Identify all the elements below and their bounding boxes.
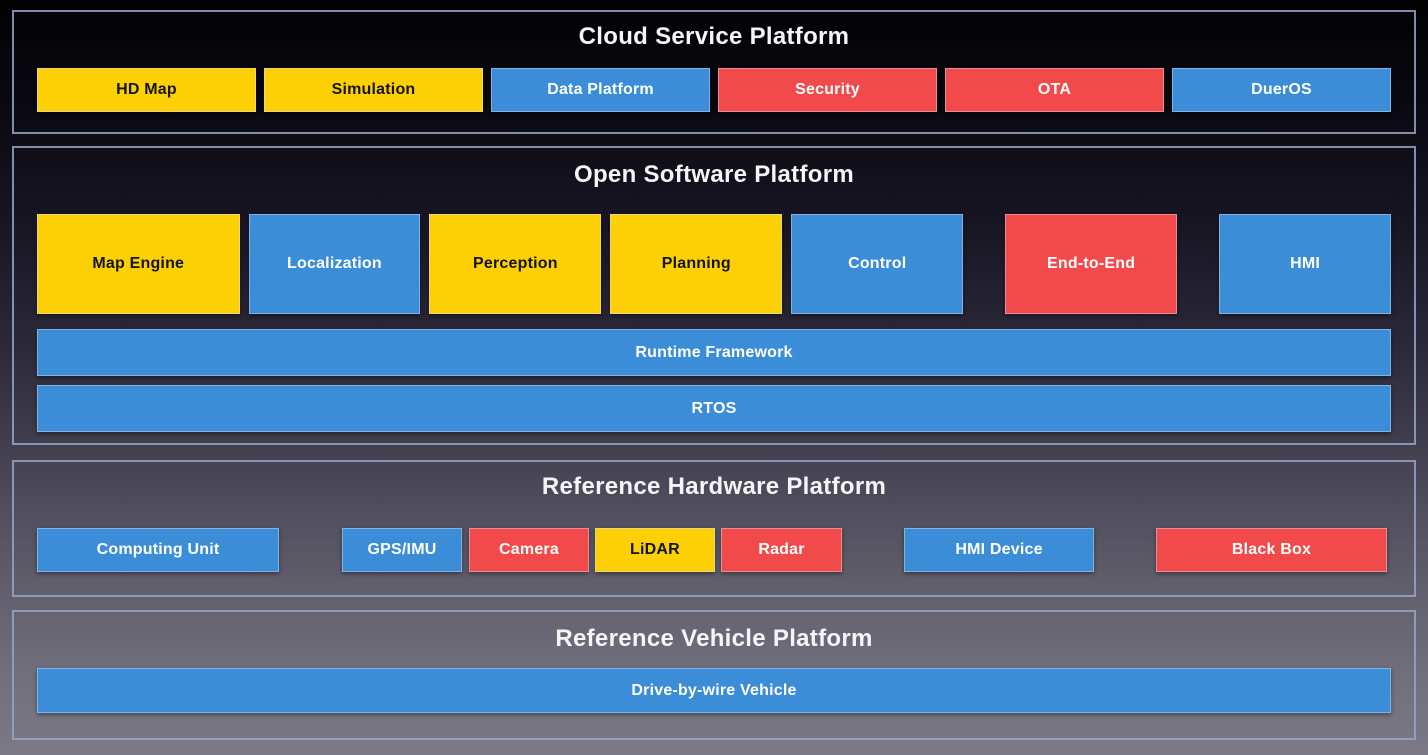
open-software-platform-section: Open Software Platform Map Engine Locali… (12, 146, 1416, 445)
module-hmi: HMI (1219, 214, 1392, 314)
module-gap (1186, 214, 1210, 314)
reference-hardware-platform-section: Reference Hardware Platform Computing Un… (12, 460, 1416, 597)
bar-drive-by-wire-vehicle: Drive-by-wire Vehicle (37, 668, 1391, 713)
box-simulation: Simulation (264, 68, 483, 112)
module-planning: Planning (610, 214, 783, 314)
module-perception: Perception (429, 214, 602, 314)
module-gap (972, 214, 996, 314)
module-localization: Localization (248, 214, 421, 314)
box-radar: Radar (721, 528, 842, 572)
vehicle-section-title: Reference Vehicle Platform (555, 625, 873, 652)
bar-runtime-framework: Runtime Framework (37, 329, 1391, 376)
cloud-service-platform-section: Cloud Service Platform HD Map Simulation… (12, 10, 1416, 134)
box-hd-map: HD Map (37, 68, 256, 112)
box-security: Security (718, 68, 937, 112)
box-black-box: Black Box (1156, 528, 1387, 572)
box-computing-unit: Computing Unit (37, 528, 279, 572)
module-end-to-end: End-to-End (1005, 214, 1178, 314)
box-camera: Camera (469, 528, 589, 572)
box-dueros: DuerOS (1172, 68, 1391, 112)
reference-vehicle-platform-section: Reference Vehicle Platform Drive-by-wire… (12, 610, 1416, 740)
box-gps-imu: GPS/IMU (342, 528, 462, 572)
bar-rtos: RTOS (37, 385, 1391, 432)
box-data-platform: Data Platform (491, 68, 710, 112)
cloud-section-title: Cloud Service Platform (578, 23, 850, 50)
box-hmi-device: HMI Device (904, 528, 1094, 572)
module-map-engine: Map Engine (37, 214, 240, 314)
box-lidar: LiDAR (595, 528, 715, 572)
hardware-boxes-row: Computing Unit GPS/IMU Camera LiDAR Rada… (37, 528, 1391, 572)
module-control: Control (791, 214, 964, 314)
cloud-boxes-row: HD Map Simulation Data Platform Security… (37, 68, 1391, 112)
software-section-title: Open Software Platform (574, 161, 854, 188)
box-ota: OTA (945, 68, 1164, 112)
hardware-section-title: Reference Hardware Platform (541, 473, 887, 500)
software-modules-row: Map Engine Localization Perception Plann… (37, 214, 1392, 314)
